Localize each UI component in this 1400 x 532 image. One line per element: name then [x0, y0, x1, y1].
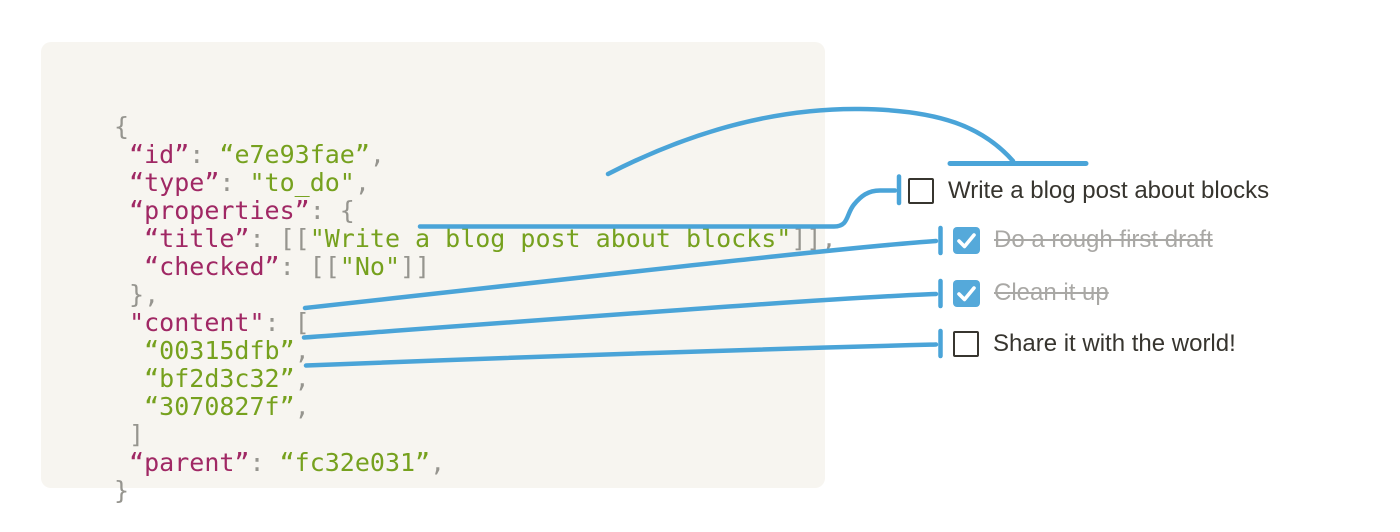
- code-token: [114, 392, 144, 421]
- code-token: :: [249, 448, 280, 477]
- code-line: “bf2d3c32”,: [114, 365, 836, 393]
- code-token: “type”: [129, 168, 220, 197]
- checkmark-icon: [957, 232, 976, 248]
- code-token: “e7e93fae”: [219, 140, 370, 169]
- code-token: : {: [309, 196, 355, 225]
- code-line: {: [114, 113, 836, 141]
- code-token: :: [189, 140, 220, 169]
- code-token: “parent”: [129, 448, 250, 477]
- code-line: },: [114, 281, 836, 309]
- todo-label: Share it with the world!: [993, 330, 1236, 357]
- json-code: { “id”: “e7e93fae”, “type”: "to_do", “pr…: [114, 113, 836, 505]
- todo-checkbox[interactable]: [953, 279, 980, 307]
- code-token: [114, 308, 129, 337]
- todo-checkbox[interactable]: [953, 331, 979, 357]
- code-token: : [: [264, 308, 310, 337]
- code-token: ,: [430, 448, 446, 477]
- code-token: “00315dfb”: [144, 336, 295, 365]
- code-token: :: [219, 168, 250, 197]
- todo-item: Clean it up: [953, 279, 1109, 307]
- code-token: "content": [129, 308, 265, 337]
- code-token: “checked”: [144, 252, 280, 281]
- code-token: “title”: [144, 224, 250, 253]
- code-line: “title”: [["Write a blog post about bloc…: [114, 225, 836, 253]
- todo-item: Share it with the world!: [953, 330, 1236, 358]
- code-line: "content": [: [114, 309, 836, 337]
- code-token: "Write a blog post about blocks": [309, 224, 792, 253]
- code-token: [114, 224, 144, 253]
- todo-label: Write a blog post about blocks: [948, 177, 1270, 204]
- code-line: “id”: “e7e93fae”,: [114, 141, 836, 169]
- code-line: “00315dfb”,: [114, 337, 836, 365]
- checkmark-icon: [957, 285, 976, 301]
- json-code-block: { “id”: “e7e93fae”, “type”: "to_do", “pr…: [41, 42, 836, 505]
- code-token: ,: [354, 168, 370, 197]
- code-token: [114, 252, 144, 281]
- code-line: “properties”: {: [114, 197, 836, 225]
- code-line: “type”: "to_do",: [114, 169, 836, 197]
- code-token: "No": [339, 252, 401, 281]
- code-token: [114, 140, 129, 169]
- code-token: {: [114, 112, 130, 141]
- code-token: }: [114, 476, 130, 505]
- code-line: “checked”: [["No"]]: [114, 253, 836, 281]
- code-token: ,: [294, 364, 310, 393]
- todo-checkbox[interactable]: [908, 178, 934, 204]
- code-token: “id”: [129, 140, 190, 169]
- code-token: “properties”: [129, 196, 310, 225]
- code-token: “3070827f”: [144, 392, 295, 421]
- todo-item: Write a blog post about blocks: [908, 177, 1269, 205]
- todo-label: Clean it up: [994, 279, 1109, 306]
- code-token: [114, 196, 129, 225]
- code-token: "to_do": [249, 168, 355, 197]
- code-token: },: [114, 280, 160, 309]
- todo-checkbox[interactable]: [953, 226, 980, 254]
- code-token: ,: [294, 392, 310, 421]
- code-token: “fc32e031”: [279, 448, 431, 477]
- code-token: : [[: [279, 252, 340, 281]
- todo-label: Do a rough first draft: [994, 226, 1213, 253]
- todo-item: Do a rough first draft: [953, 226, 1213, 254]
- code-line: “3070827f”,: [114, 393, 836, 421]
- code-line: ]: [114, 421, 836, 449]
- code-token: ,: [294, 336, 310, 365]
- code-line: “parent”: “fc32e031”,: [114, 449, 836, 477]
- code-token: [114, 336, 144, 365]
- code-token: [114, 168, 129, 197]
- code-token: : [[: [249, 224, 310, 253]
- code-token: ]: [114, 420, 145, 449]
- code-token: [114, 448, 129, 477]
- code-line: }: [114, 477, 836, 505]
- code-token: [114, 364, 144, 393]
- code-token: ]],: [791, 224, 837, 253]
- code-token: “bf2d3c32”: [144, 364, 295, 393]
- code-token: ,: [369, 140, 385, 169]
- code-token: ]]: [400, 252, 431, 281]
